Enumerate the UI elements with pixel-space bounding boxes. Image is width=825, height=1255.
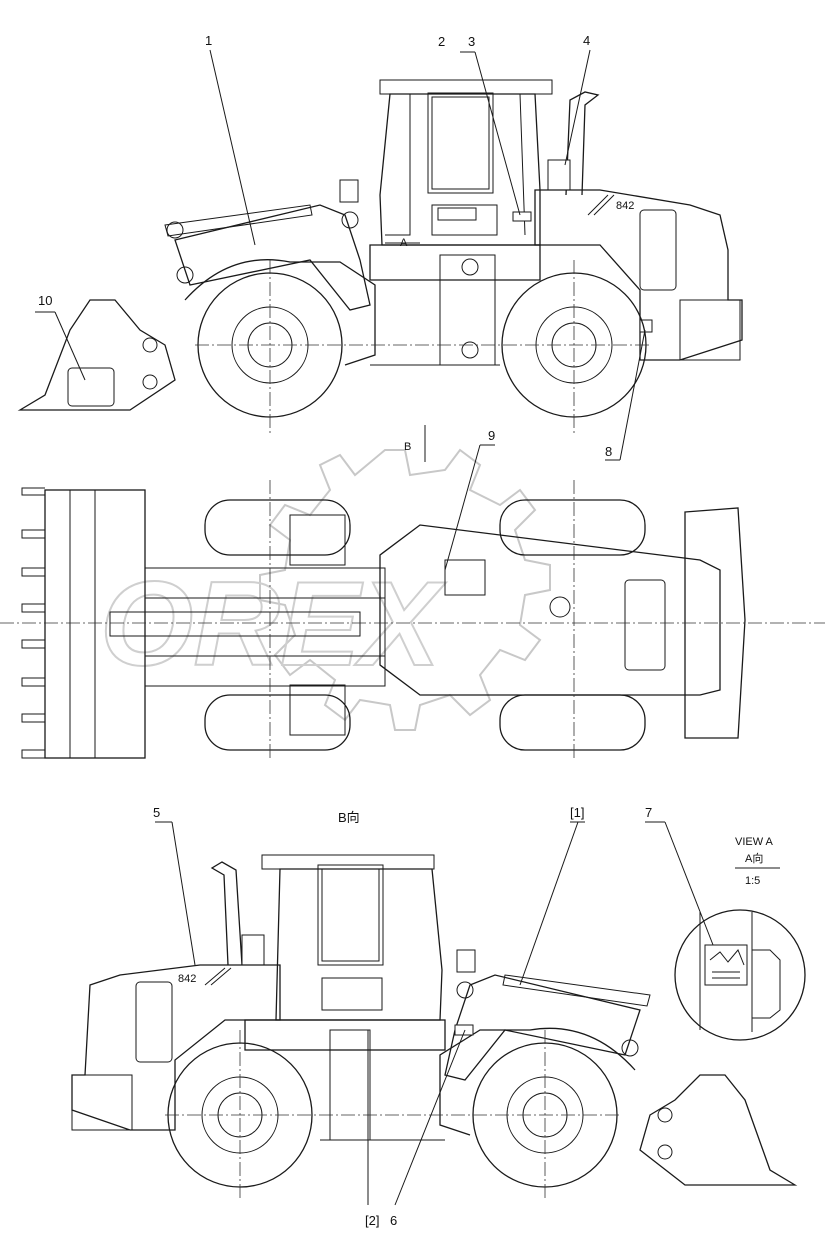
center-box <box>439 254 496 366</box>
callouts-top: 1 2 3 4 10 8 <box>35 33 646 461</box>
callout-10: 10 <box>38 293 52 308</box>
callout-5: 5 <box>153 805 160 820</box>
lift-cylinder-top <box>164 204 313 237</box>
decal-6 <box>454 1024 474 1036</box>
exhaust-pipe-bottom <box>210 861 243 966</box>
view-a-cn: A向 <box>745 851 763 865</box>
callouts-bottom: 5 [1] 7 [2] 6 <box>153 805 716 1228</box>
exhaust-pipe <box>565 91 600 196</box>
tire-rear-left <box>499 499 646 556</box>
cab-body <box>379 93 541 246</box>
front-fender <box>184 259 376 366</box>
loader-arm-bottom <box>444 974 641 1081</box>
view-a-decal <box>704 944 748 986</box>
callout-9: 9 <box>488 428 495 443</box>
cab-window <box>427 92 494 194</box>
view-a-scale: 1:5 <box>745 875 760 887</box>
side-view-bottom: 842 <box>71 854 798 1200</box>
watermark-text: OREX <box>100 557 447 691</box>
side-view-top: 842 A <box>17 79 743 435</box>
view-a-detail: VIEW A A向 1:5 <box>674 836 806 1041</box>
callout-bracket-2: [2] <box>365 1213 379 1228</box>
counterweight-plan <box>684 507 746 739</box>
watermark-gear <box>259 448 551 731</box>
frame-top <box>369 244 541 281</box>
callout-1: 1 <box>205 33 212 48</box>
view-a-title: VIEW A <box>735 836 774 848</box>
cab-roof-bottom <box>261 854 435 870</box>
tire-rear-right <box>499 694 646 751</box>
decal-10 <box>67 367 115 407</box>
model-badge-top: 842 <box>616 200 634 212</box>
view-a-circle <box>674 909 806 1041</box>
air-intake <box>547 159 571 191</box>
model-badge-bottom: 842 <box>178 973 196 985</box>
tilt-cylinder-plan <box>109 611 361 637</box>
callout-bracket-1: [1] <box>570 805 584 820</box>
cab-body-bottom <box>275 868 443 1021</box>
engine-hood <box>534 189 743 361</box>
callout-2: 2 <box>438 34 445 49</box>
tire-front-right <box>204 694 351 751</box>
bucket-teeth <box>21 487 45 759</box>
view-b-marker: B <box>404 441 411 453</box>
hood-grille <box>639 209 677 291</box>
view-a-marker: A <box>400 237 408 249</box>
counterweight <box>679 299 741 361</box>
front-frame-plan <box>144 567 386 687</box>
plan-view <box>0 480 825 760</box>
callout-8: 8 <box>605 444 612 459</box>
tire-front-left <box>204 499 351 556</box>
decal-9 <box>444 559 486 596</box>
loader-arm-top <box>174 204 371 311</box>
engine-hood-bottom <box>71 964 281 1131</box>
rear-body-plan <box>379 524 721 696</box>
cab-window-bottom <box>317 864 384 966</box>
cab-roof <box>379 79 553 95</box>
b-view-caption: B向 <box>338 810 360 825</box>
callout-6: 6 <box>390 1213 397 1228</box>
callout-3: 3 <box>468 34 475 49</box>
callout-7: 7 <box>645 805 652 820</box>
watermark: OREX <box>99 448 551 731</box>
callout-4: 4 <box>583 33 590 48</box>
bucket-bottom <box>639 1074 798 1186</box>
bucket-top <box>17 299 176 411</box>
decal-3 <box>512 211 532 222</box>
